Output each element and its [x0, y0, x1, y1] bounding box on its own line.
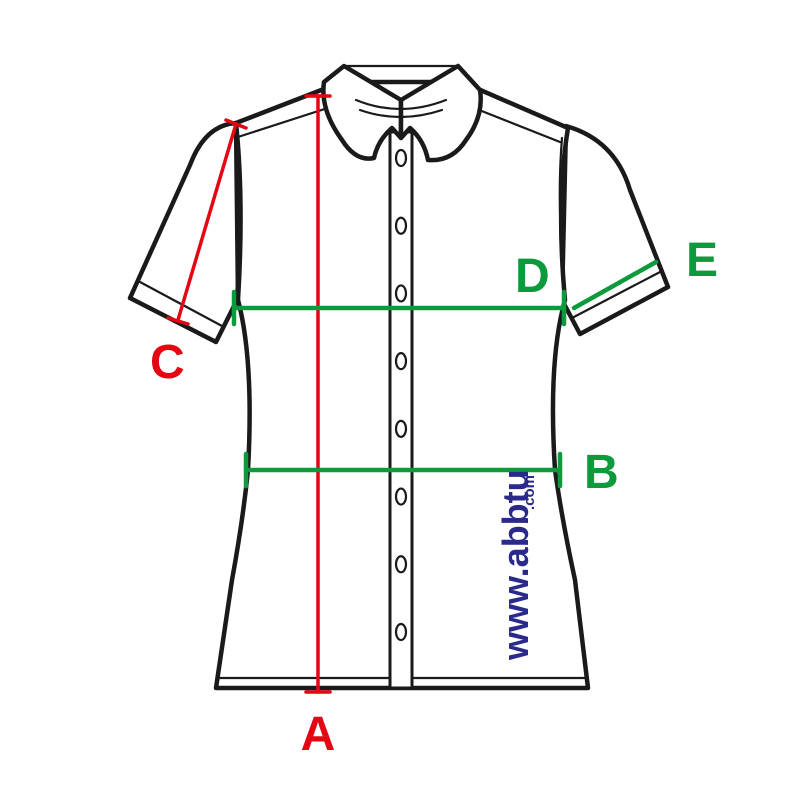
shirt-button	[394, 555, 408, 574]
shirt-button	[394, 622, 408, 642]
shirt-button	[394, 352, 408, 371]
left-armhole-seam	[234, 130, 241, 300]
label-b: B	[584, 446, 619, 499]
shirt-button	[394, 419, 408, 438]
collar-right	[398, 63, 483, 163]
right-sleeve	[559, 123, 671, 337]
shirt-button	[394, 148, 408, 168]
shirt-button	[394, 284, 408, 303]
watermark-domain: .com	[521, 475, 538, 510]
left-sleeve	[127, 120, 241, 345]
button-placket	[388, 130, 414, 690]
measure-e-line	[571, 259, 659, 311]
label-e: E	[686, 234, 718, 287]
measure-c-cap-top	[224, 118, 248, 130]
collar-left	[321, 63, 404, 161]
label-d: D	[515, 250, 550, 303]
shirt-button	[394, 216, 408, 235]
label-a: A	[301, 708, 336, 761]
left-shoulder-seam	[236, 102, 342, 139]
right-sleeve-hem	[570, 270, 662, 320]
watermark-main: www.abbtu	[495, 469, 536, 661]
right-armhole-seam	[558, 136, 568, 302]
measure-c-cap-bottom	[166, 316, 190, 326]
shirt-button	[394, 487, 408, 506]
measure-c-line	[176, 122, 238, 322]
buttons	[394, 148, 408, 642]
collar-inner-line-1	[354, 98, 448, 111]
collar-inner-line-2	[358, 108, 444, 119]
label-c: C	[150, 336, 185, 389]
